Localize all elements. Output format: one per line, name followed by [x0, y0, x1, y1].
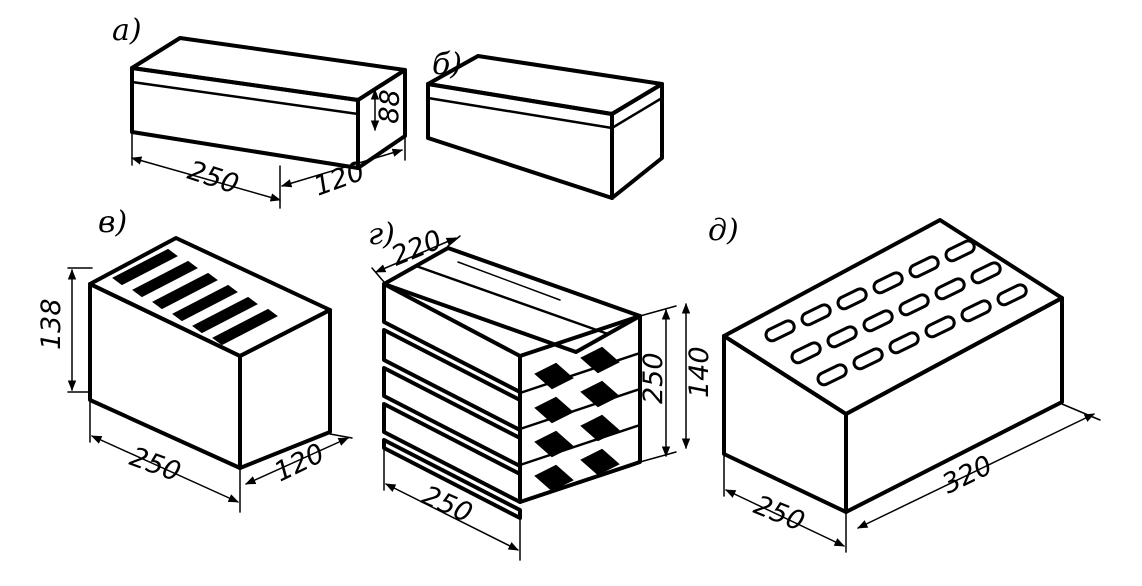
dim-v-height: 138 [36, 298, 67, 350]
dim-v-length: 250 [126, 441, 185, 488]
label-v: в) [98, 205, 127, 240]
label-a: а) [112, 13, 142, 48]
dim-v-width: 120 [269, 438, 329, 488]
dim-g-length: 250 [417, 480, 477, 529]
label-b: б) [432, 47, 462, 82]
dim-a-length: 250 [184, 155, 243, 200]
block-g-layered [371, 235, 691, 561]
dim-g-height-unit: 140 [684, 346, 715, 398]
dim-g-height-block: 250 [638, 352, 669, 404]
slots-v [112, 248, 278, 346]
perforations-d [764, 239, 1028, 387]
brick-v-slotted [67, 236, 353, 513]
brick-b-hollow-top [426, 54, 664, 200]
brick-a-solid [130, 36, 407, 209]
label-d: д) [708, 213, 739, 248]
block-d-perforated [722, 218, 1101, 553]
cells-g [518, 346, 642, 492]
label-g: г) [368, 217, 395, 252]
dim-d-width: 250 [749, 490, 808, 538]
dim-a-height: 88 [374, 89, 406, 124]
dim-d-length: 320 [937, 450, 997, 500]
